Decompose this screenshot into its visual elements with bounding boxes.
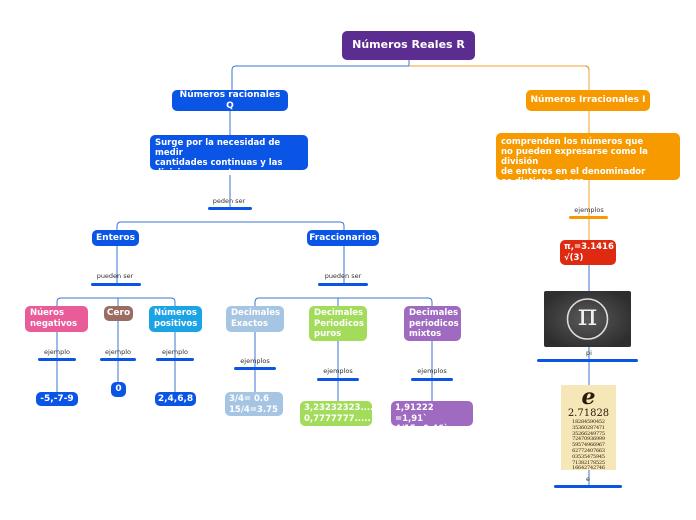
example-negativos[interactable]: -5,-7-9 xyxy=(36,392,78,406)
link-bar xyxy=(156,358,194,361)
link-bar xyxy=(554,485,622,488)
link-bar xyxy=(91,283,141,286)
e-digits-image: e 2.71828 18284590452 35360287471 352662… xyxy=(561,385,616,470)
example-cero[interactable]: 0 xyxy=(111,382,126,397)
link-bar xyxy=(100,358,136,361)
example-periodicos-puros[interactable]: 3,23232323.... 0,7777777..... xyxy=(300,401,373,426)
e-value: 2.71828 xyxy=(567,408,610,419)
link-label-peden-ser: peden ser xyxy=(212,197,246,205)
irracionales-description[interactable]: comprenden los números que no pueden exp… xyxy=(496,133,680,187)
link-bar xyxy=(537,359,638,362)
fraccionarios-node[interactable]: Fraccionarios xyxy=(307,230,379,246)
link-bar xyxy=(318,283,368,286)
link-bar xyxy=(411,378,453,381)
decimales-periodicos-mixtos-node[interactable]: Decimales periodicos mixtos xyxy=(404,306,461,341)
root-node[interactable]: Números Reales R xyxy=(342,31,475,60)
link-label-ejemplos: ejemplos xyxy=(574,206,604,214)
negativos-node[interactable]: Núeros negativos - xyxy=(25,306,88,339)
chalk-circle xyxy=(566,298,609,340)
decimales-exactos-node[interactable]: Decimales Exactos xyxy=(226,306,284,332)
enteros-node[interactable]: Enteros xyxy=(92,230,139,246)
link-label-fracc-pueden-ser: pueden ser xyxy=(324,272,362,280)
e-caption: e xyxy=(586,475,590,483)
example-decimales-exactos[interactable]: 3/4= 0.6 15/4=3.75 xyxy=(225,392,283,416)
example-positivos[interactable]: 2,4,6,8 xyxy=(155,392,196,406)
racionales-description[interactable]: Surge por la necesidad de medir cantidad… xyxy=(150,135,308,178)
link-label-ejemplos: ejemplos xyxy=(240,357,270,365)
positivos-node[interactable]: Números positivos xyxy=(149,306,202,332)
pi-chalkboard-image: π xyxy=(544,291,631,347)
e-digits: 18284590452 35360287471 35266249775 7247… xyxy=(572,419,605,470)
link-label-ejemplos: ejemplos xyxy=(417,367,447,375)
link-label-ejemplos: ejemplos xyxy=(323,367,353,375)
link-label-ejemplo: ejemplo xyxy=(161,348,189,356)
link-bar xyxy=(208,207,252,210)
cero-node[interactable]: Cero xyxy=(104,306,133,321)
link-bar xyxy=(569,216,608,219)
irracionales-node[interactable]: Números Irracionales I xyxy=(526,90,650,111)
link-bar xyxy=(38,358,76,361)
link-bar xyxy=(234,367,276,370)
link-bar xyxy=(317,378,359,381)
example-periodicos-mixtos[interactable]: 1,91222 =1,91` 4/15=0,46` xyxy=(391,401,473,434)
link-label-enteros-pueden-ser: pueden ser xyxy=(96,272,134,280)
link-label-ejemplo: ejemplo xyxy=(104,348,132,356)
irracionales-examples[interactable]: π,=3.1416 √(3) xyxy=(560,240,616,265)
racionales-node[interactable]: Números racionales Q xyxy=(172,90,288,111)
e-symbol: e xyxy=(581,385,596,410)
decimales-periodicos-puros-node[interactable]: Decimales Periodicos puros xyxy=(309,306,367,341)
pi-caption: pi xyxy=(586,349,592,357)
pi-symbol: π xyxy=(577,298,598,333)
link-label-ejemplo: ejemplo xyxy=(43,348,71,356)
